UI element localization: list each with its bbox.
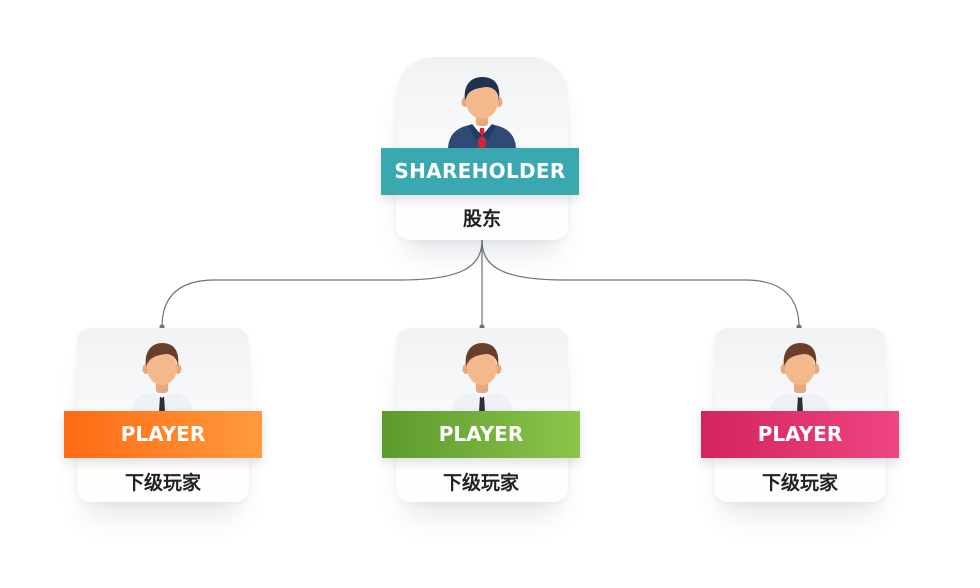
shareholder-caption: 股东 bbox=[462, 208, 501, 230]
player-icon bbox=[132, 343, 192, 412]
player-role-banner-3: PLAYER bbox=[701, 411, 899, 458]
player-caption-2: 下级玩家 bbox=[442, 472, 519, 494]
connector-left bbox=[161, 239, 483, 328]
connector-right bbox=[481, 239, 800, 328]
player-icon bbox=[770, 343, 830, 412]
player-caption-1: 下级玩家 bbox=[124, 472, 201, 494]
player-caption-3: 下级玩家 bbox=[761, 472, 838, 494]
player-icon bbox=[452, 343, 512, 412]
player-role-banner-1: PLAYER bbox=[64, 411, 262, 458]
player-role-banner-2: PLAYER bbox=[382, 411, 580, 458]
shareholder-role-banner: SHAREHOLDER bbox=[381, 148, 579, 195]
businessman-icon bbox=[448, 77, 516, 150]
